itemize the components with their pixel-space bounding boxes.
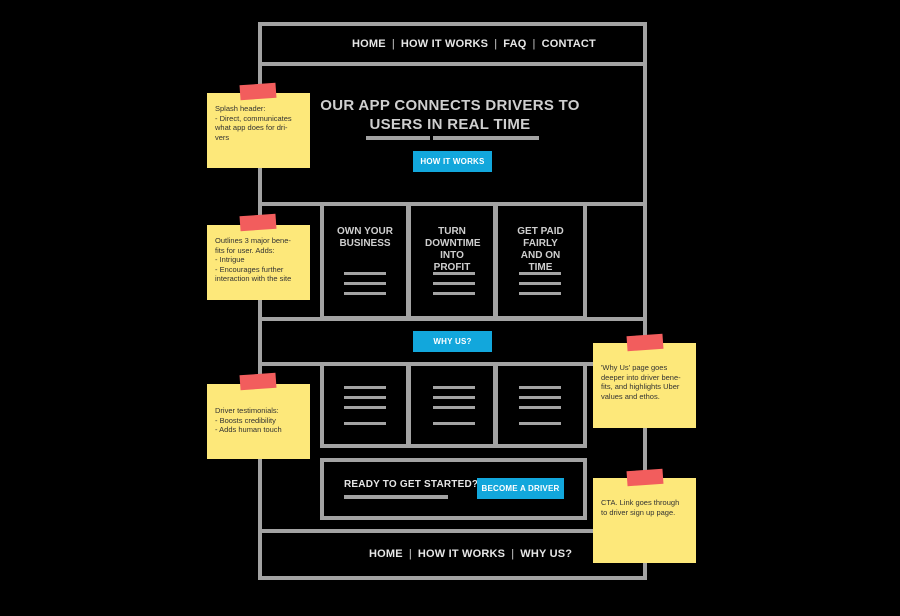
footer-nav: HOME | HOW IT WORKS | WHY US? (369, 548, 572, 560)
become-a-driver-button[interactable]: BECOME A DRIVER (477, 478, 564, 499)
testimonial-text-line (344, 406, 386, 409)
testimonial-text-line (519, 386, 561, 389)
nav-how-it-works-link[interactable]: HOW IT WORKS (400, 38, 489, 50)
note-line: - Direct, communicates (215, 113, 292, 123)
note-line: fits, and highlights Uber (601, 382, 680, 391)
note-line: to driver sign up page. (601, 507, 676, 517)
hero-subtitle-placeholder (366, 136, 430, 140)
testimonial-card (320, 362, 410, 448)
note-line: Outlines 3 major bene- (215, 236, 291, 245)
note-line: 'Why Us' page goes (601, 363, 668, 372)
benefit-card: TURN DOWNTIME INTO PROFIT (407, 202, 497, 320)
benefit-text-line (519, 282, 561, 285)
testimonial-text-line (519, 396, 561, 399)
how-it-works-button[interactable]: HOW IT WORKS (413, 151, 492, 172)
note-line: Splash header: (215, 104, 266, 113)
header-divider (258, 62, 647, 66)
footer-why-us-link[interactable]: WHY US? (520, 548, 573, 560)
note-line: values and ethos. (601, 391, 660, 401)
sticky-note-why-us: 'Why Us' page goes deeper into driver be… (593, 343, 696, 428)
note-line: - Adds human touch (215, 425, 282, 434)
nav-separator: | (494, 38, 498, 50)
testimonial-text-line (344, 386, 386, 389)
hero-subtitle-placeholder (433, 136, 539, 140)
sticky-note-benefits: Outlines 3 major bene- fits for user. Ad… (207, 225, 310, 300)
benefit-text-line (519, 272, 561, 275)
tape-icon (239, 213, 277, 232)
nav-faq-link[interactable]: FAQ (503, 38, 527, 50)
benefit-title: OWN YOUR BUSINESS (337, 226, 393, 249)
benefit-card: GET PAID FAIRLY AND ON TIME (494, 202, 587, 320)
testimonial-text-line (433, 386, 475, 389)
benefit-text-line (433, 282, 475, 285)
note-line: CTA. Link goes through (601, 498, 680, 507)
benefit-card: OWN YOUR BUSINESS (320, 202, 410, 320)
footer-divider (258, 529, 647, 533)
note-line: - Intrigue (215, 255, 245, 264)
tape-icon (626, 333, 664, 352)
cta-text-placeholder (344, 495, 448, 499)
sticky-note-splash: Splash header: - Direct, communicates wh… (207, 93, 310, 168)
benefit-title: GET PAID FAIRLY AND ON TIME (517, 226, 564, 273)
note-line: what app does for dri- (215, 123, 288, 132)
sticky-note-testimonials: Driver testimonials: - Boosts credibilit… (207, 384, 310, 459)
note-line: vers (215, 132, 230, 142)
footer-how-it-works-link[interactable]: HOW IT WORKS (417, 548, 506, 560)
benefit-text-line (433, 292, 475, 295)
benefit-text-line (433, 272, 475, 275)
nav-separator: | (511, 548, 515, 560)
testimonial-text-line (433, 406, 475, 409)
benefit-text-line (344, 292, 386, 295)
benefit-title: TURN DOWNTIME INTO PROFIT (425, 226, 481, 273)
nav-separator: | (408, 548, 412, 560)
tape-icon (239, 82, 277, 101)
nav-separator: | (532, 38, 536, 50)
testimonial-text-line (344, 396, 386, 399)
note-line: fits for user. Adds: (215, 245, 275, 255)
testimonial-text-line (344, 422, 386, 425)
testimonial-card (494, 362, 587, 448)
testimonial-text-line (519, 422, 561, 425)
wireframe-outline (258, 22, 647, 580)
sticky-note-cta: CTA. Link goes through to driver sign up… (593, 478, 696, 563)
cta-box (320, 458, 587, 520)
testimonial-card (407, 362, 497, 448)
nav-home-link[interactable]: HOME (352, 38, 386, 50)
hero-title: OUR APP CONNECTS DRIVERS TO USERS IN REA… (320, 97, 580, 133)
nav-contact-link[interactable]: CONTACT (541, 38, 596, 50)
note-line: - Boosts credibility (215, 415, 276, 425)
header-nav: HOME | HOW IT WORKS | FAQ | CONTACT (352, 38, 596, 50)
benefit-text-line (344, 272, 386, 275)
testimonial-text-line (433, 422, 475, 425)
benefit-text-line (519, 292, 561, 295)
why-us-button[interactable]: WHY US? (413, 331, 492, 352)
testimonial-text-line (433, 396, 475, 399)
testimonial-text-line (519, 406, 561, 409)
note-line: interaction with the site (215, 274, 292, 283)
cta-text: READY TO GET STARTED? (344, 479, 479, 490)
note-line: Driver testimonials: (215, 406, 279, 415)
note-line: - Encourages further (215, 264, 284, 274)
footer-home-link[interactable]: HOME (369, 548, 403, 560)
benefit-text-line (344, 282, 386, 285)
tape-icon (239, 372, 277, 391)
note-line: deeper into driver bene- (601, 372, 681, 382)
tape-icon (626, 468, 664, 487)
nav-separator: | (391, 38, 395, 50)
